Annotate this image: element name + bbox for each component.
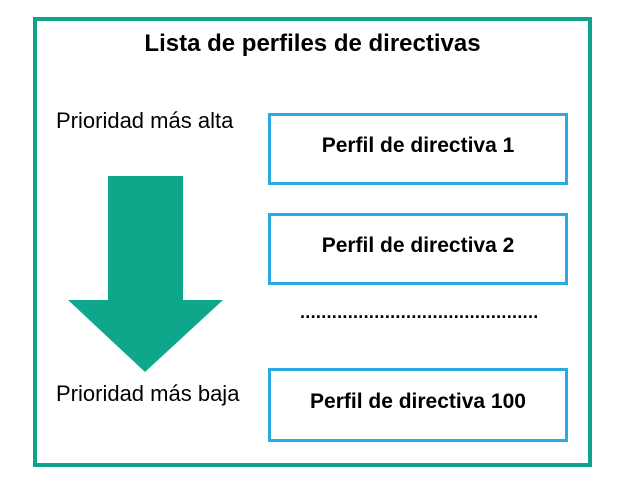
priority-arrow-down-icon [68,300,223,372]
policy-profile-2-label: Perfil de directiva 2 [321,234,515,257]
policy-profile-box-2: Perfil de directiva 2 [268,213,568,285]
policy-profile-box-1: Perfil de directiva 1 [268,113,568,185]
ellipsis-dots: ........................................… [300,302,539,322]
policy-profile-box-100: Perfil de directiva 100 [268,368,568,442]
policy-profile-100-label: Perfil de directiva 100 [310,390,526,413]
priority-arrow-shaft [108,176,183,301]
policy-profile-1-label: Perfil de directiva 1 [321,134,515,157]
diagram-title: Lista de perfiles de directivas [144,30,481,57]
priority-lowest-label: Prioridad más baja [56,381,240,406]
priority-highest-label: Prioridad más alta [56,108,234,133]
